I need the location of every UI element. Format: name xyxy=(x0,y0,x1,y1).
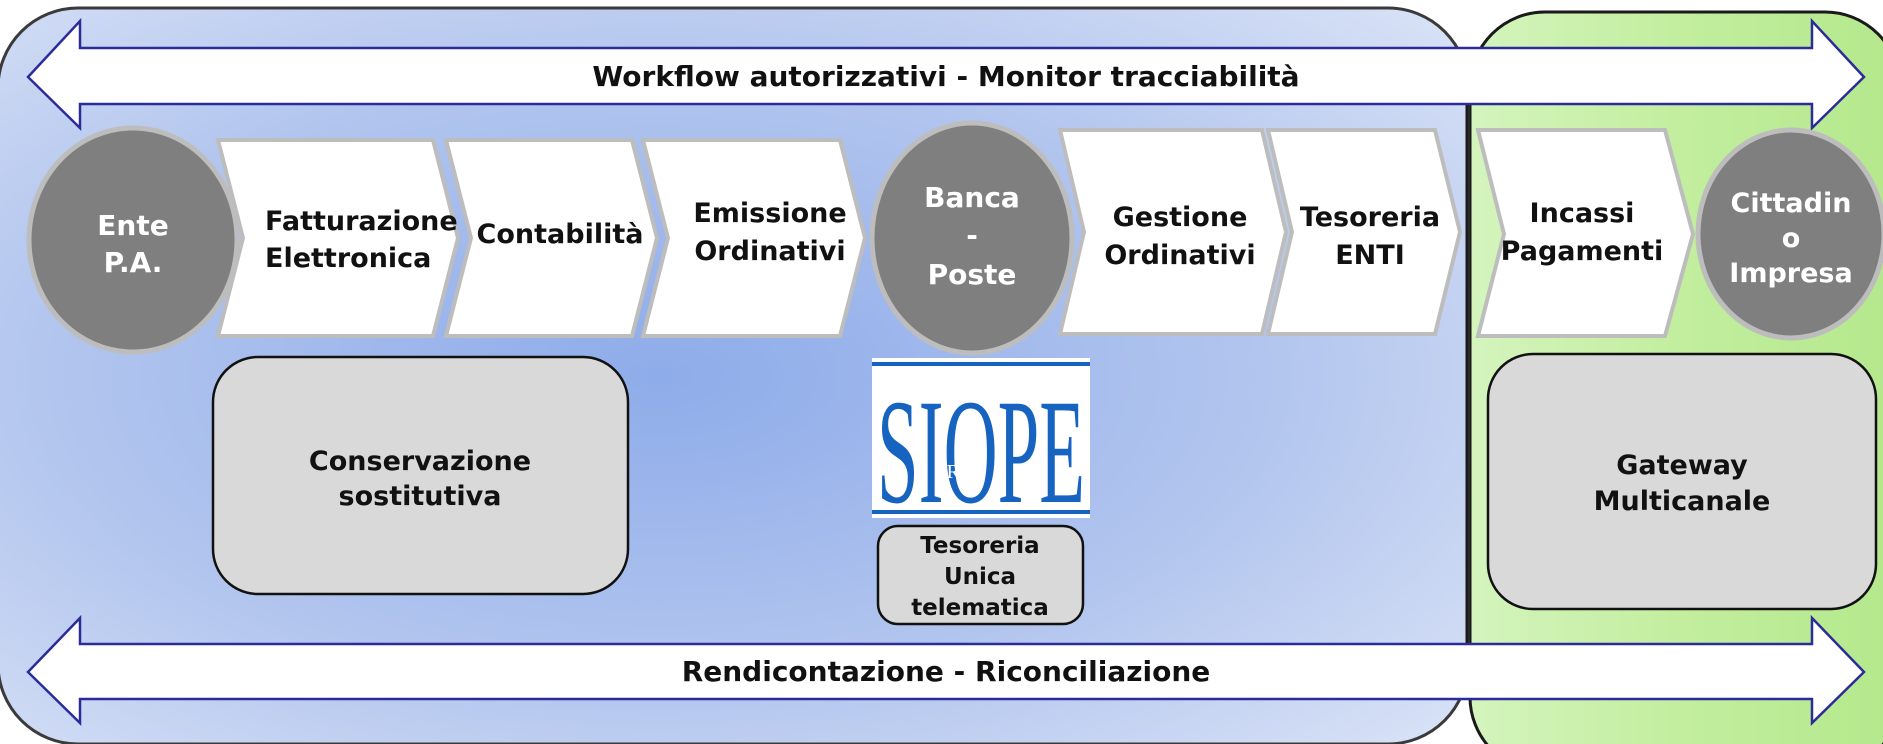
tesoreria-unica-line-1: Tesoreria xyxy=(920,533,1039,559)
banca-line-3: Poste xyxy=(928,258,1017,291)
ente-line-1: Ente xyxy=(97,209,168,242)
box-gateway: Gateway Multicanale xyxy=(1486,352,1878,611)
gestione-line-1: Gestione xyxy=(1113,202,1248,233)
siope-logo-subtext: RGS xyxy=(947,461,986,483)
conservazione-line-1: Conservazione xyxy=(309,446,531,477)
circle-ente: Ente P.A. xyxy=(26,125,240,355)
gestione-line-2: Ordinativi xyxy=(1104,240,1255,271)
fatturazione-line-2: Elettronica xyxy=(265,243,431,274)
chevron-emissione: Emissione Ordinativi xyxy=(640,138,868,338)
gateway-line-1: Gateway xyxy=(1616,450,1748,481)
conservazione-line-2: sostitutiva xyxy=(339,481,502,512)
banca-line-2: - xyxy=(966,219,978,252)
bottom-banner-label: Rendicontazione - Riconciliazione xyxy=(682,655,1211,688)
siope-logo: SIOPE RGS xyxy=(872,358,1090,535)
tesoreria-unica-line-2: Unica xyxy=(944,564,1016,590)
cittadino-line-1: Cittadin xyxy=(1731,188,1852,219)
circle-banca: Banca - Poste xyxy=(869,120,1075,356)
chevron-fatturazione: Fatturazione Elettronica xyxy=(215,138,461,338)
top-banner-label: Workflow autorizzativi - Monitor traccia… xyxy=(592,60,1299,93)
chevron-gestione: Gestione Ordinativi xyxy=(1057,128,1289,336)
tesoreria-enti-line-2: ENTI xyxy=(1335,240,1405,271)
tesoreria-enti-line-1: Tesoreria xyxy=(1300,202,1440,233)
incassi-line-2: Pagamenti xyxy=(1501,236,1664,267)
contabilita-line-1: Contabilità xyxy=(477,219,644,250)
siope-logo-text: SIOPE xyxy=(877,369,1085,535)
ente-line-2: P.A. xyxy=(104,246,163,279)
box-conservazione: Conservazione sostitutiva xyxy=(211,355,630,596)
cittadino-line-3: Impresa xyxy=(1729,258,1852,289)
emissione-line-1: Emissione xyxy=(693,198,846,229)
tesoreria-unica-line-3: telematica xyxy=(911,595,1049,621)
box-tesoreria-unica: Tesoreria Unica telematica xyxy=(876,524,1085,626)
chevron-contabilita: Contabilità xyxy=(443,138,660,338)
fatturazione-line-1: Fatturazione xyxy=(265,206,458,237)
chevron-tesoreria-enti: Tesoreria ENTI xyxy=(1265,128,1463,336)
chevron-incassi: Incassi Pagamenti xyxy=(1475,128,1696,338)
bottom-double-arrow xyxy=(26,614,1866,726)
emissione-line-2: Ordinativi xyxy=(694,236,845,267)
gateway-line-2: Multicanale xyxy=(1594,486,1771,517)
top-double-arrow xyxy=(26,17,1866,131)
cittadino-line-2: o xyxy=(1782,223,1801,254)
incassi-line-1: Incassi xyxy=(1530,198,1635,229)
circle-cittadino: Cittadin o Impresa xyxy=(1695,127,1883,341)
banca-line-1: Banca xyxy=(924,181,1020,214)
